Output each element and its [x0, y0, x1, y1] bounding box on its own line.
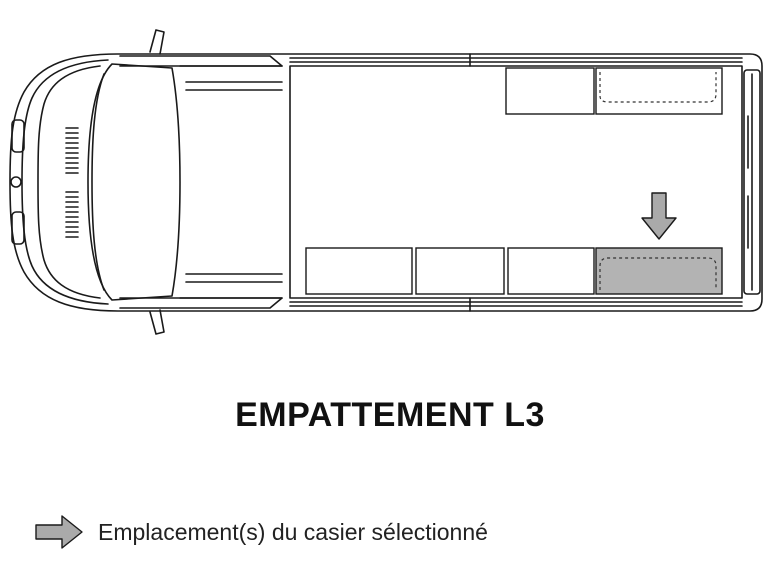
left-headlight — [11, 119, 25, 153]
right-mirror — [149, 309, 165, 335]
windshield — [87, 63, 181, 301]
cab-roof — [179, 65, 283, 299]
hood-crease — [91, 73, 105, 291]
diagram-title: EMPATTEMENT L3 — [235, 396, 545, 434]
van-body-outline — [9, 53, 763, 312]
vent-upper — [65, 127, 79, 174]
wheel-arch-top — [599, 72, 717, 103]
locker-bottom-1 — [305, 247, 413, 295]
cargo-area — [289, 65, 743, 299]
locker-bottom-3 — [507, 247, 595, 295]
rear-door-frame — [743, 69, 761, 295]
van-grille-line — [37, 65, 101, 299]
front-emblem — [10, 176, 22, 188]
locker-bottom-4-selected — [595, 247, 723, 295]
door-trim-bottom — [119, 297, 283, 309]
door-trim-top — [119, 55, 283, 67]
van-top-view — [9, 29, 763, 335]
van-bumper-line — [21, 59, 109, 305]
locker-bottom-2 — [415, 247, 505, 295]
locker-top-1 — [505, 67, 595, 115]
locker-top-2 — [595, 67, 723, 115]
vent-lower — [65, 191, 79, 238]
selection-down-arrow — [641, 192, 677, 240]
right-arrow-icon — [35, 515, 83, 549]
legend: Emplacement(s) du casier sélectionné — [34, 514, 488, 550]
left-mirror — [149, 29, 165, 55]
right-headlight — [11, 211, 25, 245]
wheel-arch-bottom — [599, 257, 717, 290]
legend-label: Emplacement(s) du casier sélectionné — [98, 518, 488, 545]
